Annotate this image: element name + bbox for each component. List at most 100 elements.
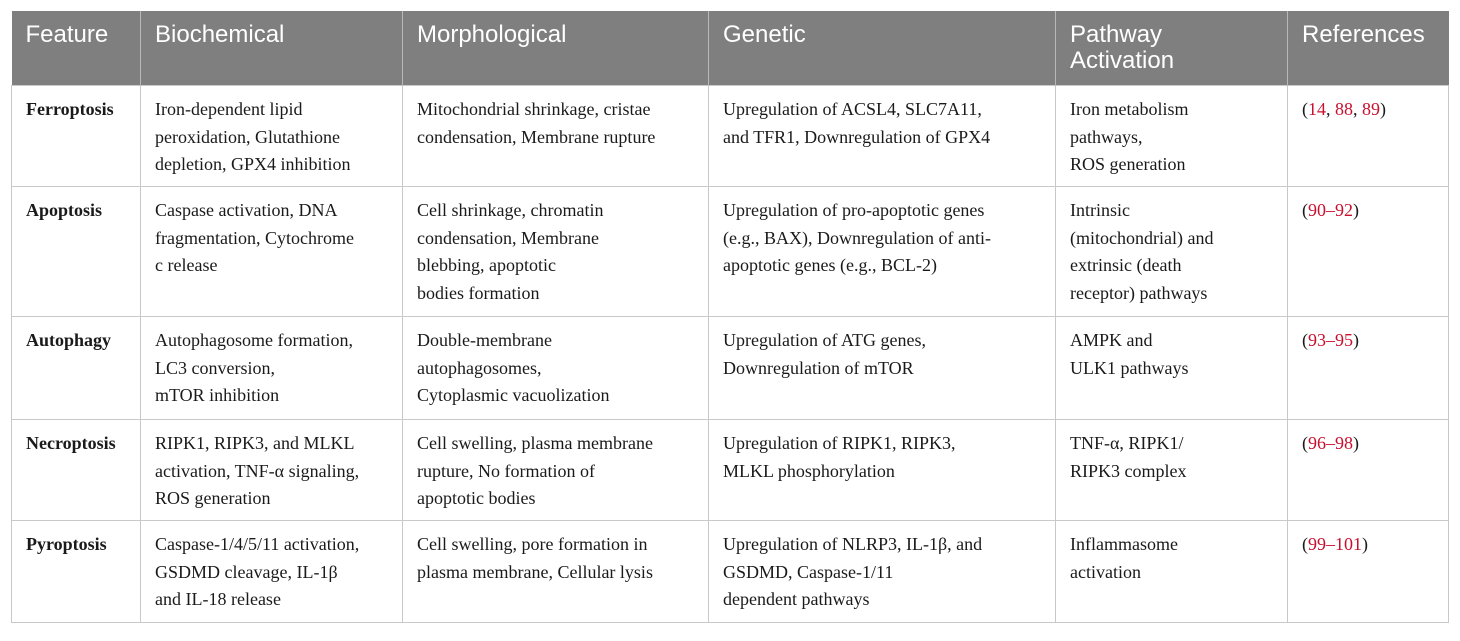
biochemical-text-line: Iron-dependent lipid	[155, 99, 303, 119]
cell-death-comparison-table-container: Feature Biochemical Morphological Geneti…	[11, 11, 1449, 623]
biochemical-text-line: depletion, GPX4 inhibition	[155, 154, 351, 174]
cell-feature: Ferroptosis	[11, 85, 141, 187]
cell-pathway: Inflammasome activation	[1055, 520, 1288, 623]
biochemical-text-line: c release	[155, 255, 218, 275]
pathway-text-line: AMPK and	[1070, 330, 1153, 350]
reference-paren-open: (	[1302, 99, 1308, 119]
reference-paren-open: (	[1302, 534, 1308, 554]
reference-paren-close: )	[1362, 534, 1368, 554]
morphological-text-line: Double-membrane	[417, 330, 552, 350]
cell-biochemical: Caspase activation, DNA fragmentation, Cy…	[140, 186, 403, 317]
genetic-text-line: Upregulation of pro-apoptotic genes	[723, 200, 985, 220]
pathway-text-line: ULK1 pathways	[1070, 357, 1189, 378]
morphological-text-line: rupture, No formation of	[417, 460, 595, 481]
cell-pathway: Iron metabolism pathways, ROS generation	[1055, 85, 1288, 187]
cell-feature: Pyroptosis	[11, 520, 141, 623]
genetic-text-line: Downregulation of mTOR	[723, 357, 914, 378]
reference-separator: ,	[1353, 99, 1362, 119]
table-header: Feature Biochemical Morphological Geneti…	[11, 11, 1449, 86]
biochemical-text-line: ROS generation	[155, 488, 271, 508]
reference-link[interactable]: 90–92	[1308, 200, 1353, 220]
genetic-text-line: Upregulation of NLRP3, IL-1β, and	[723, 534, 983, 554]
table-row: Necroptosis RIPK1, RIPK3, and MLKL activat…	[11, 419, 1449, 521]
genetic-text-line: Upregulation of ATG genes,	[723, 330, 926, 350]
pathway-text-line: Intrinsic	[1070, 200, 1130, 220]
morphological-text-line: autophagosomes,	[417, 357, 542, 378]
reference-link[interactable]: 96–98	[1308, 433, 1353, 453]
biochemical-text-line: Caspase activation, DNA	[155, 200, 338, 220]
pathway-text-line: activation	[1070, 561, 1141, 582]
biochemical-text-line: mTOR inhibition	[155, 385, 280, 405]
cell-pathway: TNF-α, RIPK1/RIPK3 complex	[1055, 419, 1288, 521]
header-references: References	[1287, 11, 1449, 86]
biochemical-text-line: Caspase-1/4/5/11 activation,	[155, 534, 360, 554]
pathway-text-line: (mitochondrial) and	[1070, 227, 1214, 248]
cell-morphological: Cell shrinkage, chromatin condensation, M…	[402, 186, 709, 317]
genetic-text-line: apoptotic genes (e.g., BCL-2)	[723, 255, 937, 275]
biochemical-text-line: peroxidation, Glutathione	[155, 126, 340, 147]
biochemical-text-line: RIPK1, RIPK3, and MLKL	[155, 433, 355, 453]
reference-link[interactable]: 93–95	[1308, 330, 1353, 350]
cell-genetic: Upregulation of pro-apoptotic genes(e.g.…	[708, 186, 1056, 317]
reference-paren-open: (	[1302, 433, 1308, 453]
reference-link[interactable]: 88	[1335, 99, 1353, 119]
morphological-text-line: Cytoplasmic vacuolization	[417, 385, 610, 405]
pathway-text-line: RIPK3 complex	[1070, 460, 1187, 481]
cell-references: (14, 88, 89)	[1287, 85, 1449, 187]
reference-paren-close: )	[1380, 99, 1386, 119]
cell-biochemical: Caspase-1/4/5/11 activation, GSDMD cleava…	[140, 520, 403, 623]
morphological-text-line: apoptotic bodies	[417, 488, 536, 508]
genetic-text-line: MLKL phosphorylation	[723, 460, 895, 481]
cell-morphological: Double-membrane autophagosomes, Cytoplasmi…	[402, 316, 709, 420]
reference-link[interactable]: 89	[1362, 99, 1380, 119]
cell-genetic: Upregulation of RIPK1, RIPK3, MLKL phosph…	[708, 419, 1056, 521]
genetic-text-line: GSDMD, Caspase-1/11	[723, 561, 894, 582]
biochemical-text-line: fragmentation, Cytochrome	[155, 227, 354, 248]
cell-biochemical: Iron-dependent lipid peroxidation, Glutat…	[140, 85, 403, 187]
morphological-text-line: condensation, Membrane rupture	[417, 126, 656, 147]
cell-references: (90–92)	[1287, 186, 1449, 317]
cell-feature: Necroptosis	[11, 419, 141, 521]
morphological-text-line: bodies formation	[417, 282, 540, 303]
biochemical-text-line: and IL-18 release	[155, 589, 281, 609]
morphological-text-line: Cell swelling, plasma membrane	[417, 433, 653, 453]
morphological-text-line: plasma membrane, Cellular lysis	[417, 561, 653, 582]
morphological-text-line: Cell shrinkage, chromatin	[417, 200, 604, 220]
genetic-text-line: Upregulation of ACSL4, SLC7A11,	[723, 99, 982, 119]
genetic-text-line: dependent pathways	[723, 589, 870, 609]
cell-death-comparison-table: Feature Biochemical Morphological Geneti…	[11, 11, 1449, 623]
table-row: Apoptosis Caspase activation, DNA fragment…	[11, 186, 1449, 317]
reference-separator: ,	[1326, 99, 1335, 119]
cell-feature: Apoptosis	[11, 186, 141, 317]
pathway-text-line: ROS generation	[1070, 154, 1186, 174]
header-morphological: Morphological	[402, 11, 709, 86]
biochemical-text-line: activation, TNF-α signaling,	[155, 460, 360, 481]
pathway-text-line: extrinsic (death	[1070, 255, 1182, 275]
reference-link[interactable]: 14	[1308, 99, 1326, 119]
table-row: Autophagy Autophagosome formation, LC3 con…	[11, 316, 1449, 420]
biochemical-text-line: Autophagosome formation,	[155, 330, 353, 350]
header-pathway-activation: Pathway Activation	[1055, 11, 1288, 86]
pathway-text-line: Iron metabolism	[1070, 99, 1189, 119]
cell-feature: Autophagy	[11, 316, 141, 420]
table-body: Ferroptosis Iron-dependent lipid peroxidat…	[11, 85, 1449, 623]
genetic-text-line: Upregulation of RIPK1, RIPK3,	[723, 433, 956, 453]
reference-paren-open: (	[1302, 330, 1308, 350]
reference-paren-close: )	[1353, 330, 1359, 350]
biochemical-text-line: LC3 conversion,	[155, 357, 275, 378]
pathway-text-line: pathways,	[1070, 126, 1143, 147]
header-row: Feature Biochemical Morphological Geneti…	[11, 11, 1449, 86]
biochemical-text-line: GSDMD cleavage, IL-1β	[155, 561, 338, 582]
cell-biochemical: Autophagosome formation, LC3 conversion, m…	[140, 316, 403, 420]
reference-link[interactable]: 99–101	[1308, 534, 1362, 554]
pathway-text-line: receptor) pathways	[1070, 282, 1208, 303]
pathway-text-line: Inflammasome	[1070, 534, 1178, 554]
cell-genetic: Upregulation of ATG genes, Downregulation…	[708, 316, 1056, 420]
reference-paren-open: (	[1302, 200, 1308, 220]
cell-morphological: Cell swelling, plasma membrane rupture, N…	[402, 419, 709, 521]
header-pathway-line: Pathway	[1070, 21, 1163, 48]
morphological-text-line: condensation, Membrane	[417, 227, 599, 248]
